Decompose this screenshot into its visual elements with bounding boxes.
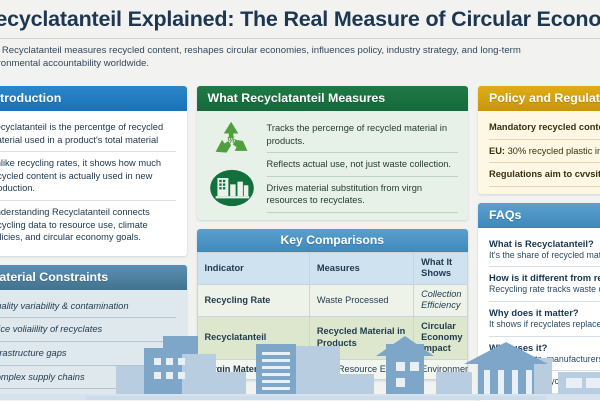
column-header-indicator: Indicator — [196, 252, 310, 285]
policy-regulation-card: Policy and Regulation Mandatory recycled… — [478, 86, 600, 194]
list-item: Quality variability & contamination — [0, 295, 176, 319]
faq-item[interactable]: What is Recyclatanteil? It's the share o… — [489, 233, 600, 268]
what-it-measures-card: What Recyclatanteil Measures % — [196, 86, 468, 220]
faq-question: How is it different from recycling rate? — [489, 272, 600, 284]
list-item: Complex supply chains — [0, 366, 176, 390]
material-constraints-heading: Material Constraints — [0, 264, 187, 290]
introduction-card: Introduction Recyclatanteil is the perce… — [0, 86, 187, 256]
what-it-measures-heading: What Recyclatanteil Measures — [196, 86, 468, 111]
faq-item[interactable]: How is it different from recycling rate?… — [489, 267, 600, 302]
introduction-card-heading: Introduction — [0, 86, 187, 111]
list-item: Understanding Recyclatanteil connects re… — [0, 206, 150, 243]
faq-question: What is Recyclatanteil? — [489, 237, 594, 249]
faq-answer: It shows if recyclates replace virgin re… — [489, 318, 600, 329]
faq-question: Why does it matter? — [489, 306, 579, 318]
svg-text:%: % — [227, 136, 236, 147]
cell-indicator: Recycling Rate — [196, 283, 310, 317]
policy-regulation-heading: Policy and Regulation — [478, 86, 600, 111]
table-row: Recycling Rate Waste Processed Collectio… — [196, 283, 468, 317]
list-item: EU: 30% recycled plastic in packaging by… — [489, 140, 600, 164]
cell-what-it-shows: Collection Efficiency — [413, 283, 468, 317]
page-title: Recyclatanteil Explained: The Real Measu… — [0, 7, 600, 31]
faq-question: Who uses it? — [489, 341, 548, 353]
list-item: Recyclatanteil is the percentge of recyc… — [0, 116, 176, 153]
measures-list: Tracks the percernge of recycled materia… — [266, 117, 458, 213]
policy-item-strong: Regulations aim to cvvsite stable demand… — [489, 169, 600, 180]
header: Recyclatanteil Explained: The Real Measu… — [0, 0, 600, 70]
cell-what-it-shows: Circular Economy Impact — [413, 315, 468, 360]
list-item: Regulations aim to cvvsite stable demand… — [489, 163, 600, 187]
what-it-measures-body: % — [197, 111, 468, 220]
column-header-what-it-shows: What It Shows — [413, 252, 468, 285]
list-item: Infrastructure gaps — [0, 342, 176, 366]
policy-regulation-body: Mandatory recycled content targets are r… — [478, 111, 600, 194]
list-item: Drives material substitution from virgn … — [266, 177, 458, 213]
policy-item-strong: EU: — [489, 145, 506, 156]
subtitle-line-2: environmental accountability worldwide. — [0, 58, 150, 70]
measures-icon-group: % — [206, 117, 258, 213]
list-item: Reflects actual use, not just waste coll… — [266, 153, 458, 177]
faqs-heading: FAQs — [478, 202, 600, 228]
material-constraints-body: Quality variability & contamination Pric… — [0, 290, 187, 396]
column-header-measures: Measures — [308, 252, 415, 285]
policy-item-rest: 30% recycled plastic in packaging by 203… — [507, 145, 600, 156]
faq-answer: Recycling rate tracks waste collected. R… — [489, 284, 600, 295]
policy-item-strong: Mandatory recycled content targets — [489, 122, 600, 132]
list-item: Unlike recycling rates, it shows how muc… — [0, 152, 176, 201]
table-header-row: Indicator Measures What It Shows — [196, 252, 468, 285]
factory-industry-icon — [209, 168, 255, 213]
faq-answer: It's the share of recycled material in a… — [489, 249, 600, 260]
introduction-card-body: Recyclatanteil is the percentge of recyc… — [0, 111, 187, 256]
header-divider — [0, 38, 600, 39]
list-item: Price voliaiility of recyclates — [0, 318, 176, 342]
city-skyline-illustration — [0, 336, 600, 400]
key-comparisons-title: Key Comparisons — [196, 229, 468, 252]
subtitle-line-1: How Recyclatanteil measures recycled con… — [0, 45, 521, 56]
header-subtitle: How Recyclatanteil measures recycled con… — [0, 44, 600, 70]
cell-measures: Waste Processed — [308, 283, 415, 317]
faq-item[interactable]: Why does it matter? It shows if recyclat… — [489, 302, 600, 337]
list-item: Mandatory recycled content targets are r… — [489, 116, 600, 140]
recycle-percent-icon: % — [210, 119, 254, 164]
list-item: Tracks the percernge of recycled materia… — [266, 117, 458, 154]
